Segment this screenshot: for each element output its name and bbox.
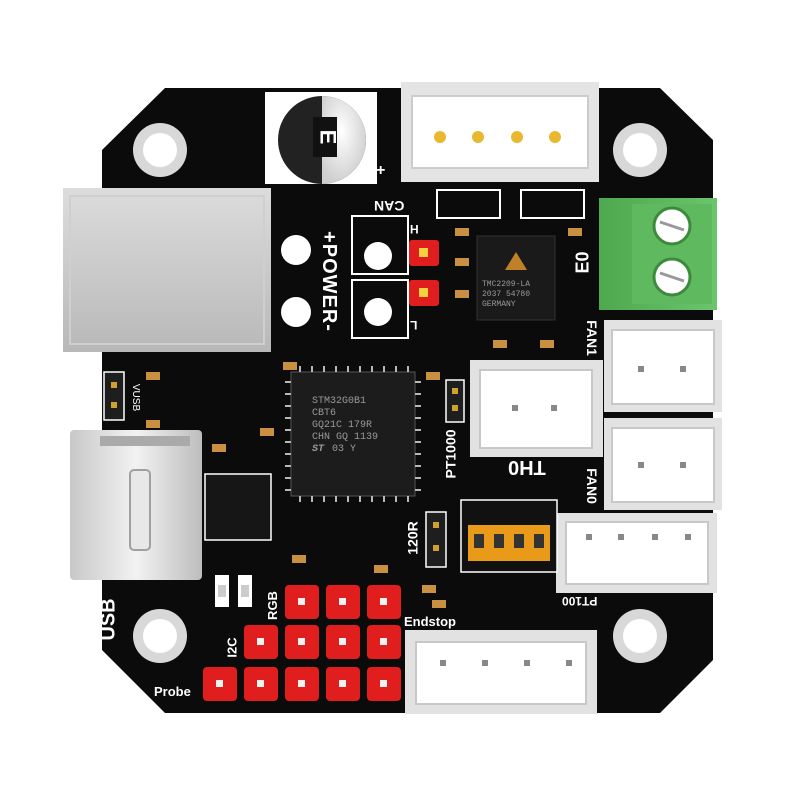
header-pin-tips bbox=[216, 598, 387, 687]
silk-120r: 120R bbox=[404, 521, 421, 555]
silk-power: +POWER- bbox=[317, 231, 340, 332]
silk-l-mark: L bbox=[410, 318, 418, 332]
driver-line1: TMC2209-LA bbox=[482, 280, 531, 289]
small-jumpers bbox=[425, 379, 465, 568]
silk-cap-plus: + bbox=[376, 162, 386, 179]
mosfets bbox=[436, 189, 585, 219]
stm32-mcu bbox=[285, 366, 421, 502]
endstop-connector bbox=[405, 630, 597, 714]
top-4pin-connector bbox=[401, 82, 599, 182]
mcu-line1: STM32G0B1 bbox=[312, 396, 367, 407]
fan-connectors bbox=[604, 320, 722, 510]
tmc2209-driver-chip bbox=[476, 235, 556, 321]
silk-endstop: Endstop bbox=[404, 614, 456, 629]
usb-c-port bbox=[70, 430, 202, 580]
mcu-marking: STM32G0B1 CBT6 GQ21C 179R CHN GQ 1139 ST… bbox=[312, 396, 378, 456]
pt100-connector bbox=[556, 513, 717, 593]
driver-line3: GERMANY bbox=[482, 300, 516, 309]
dip-switch bbox=[460, 499, 558, 573]
leds bbox=[215, 575, 252, 607]
silk-i2c: I2C bbox=[224, 637, 240, 658]
silk-vusb: VUSB bbox=[130, 383, 142, 412]
electrolytic-capacitor bbox=[265, 92, 377, 184]
driver-marking: TMC2209-LA 2037 54780 GERMANY bbox=[482, 280, 530, 310]
large-connector-housing bbox=[63, 188, 271, 352]
silk-cap-e: E bbox=[315, 129, 341, 145]
mcu-suffix: 03 Y bbox=[332, 444, 357, 455]
silk-can: CAN bbox=[374, 198, 405, 214]
silk-probe: Probe bbox=[154, 684, 191, 699]
mcu-logo: ST bbox=[312, 444, 325, 455]
silk-th0: TH0 bbox=[508, 456, 546, 478]
silk-rgb: RGB bbox=[264, 591, 280, 620]
mounting-holes bbox=[133, 123, 667, 663]
silk-fan1: FAN1 bbox=[583, 320, 600, 356]
can-jumper-pins bbox=[409, 240, 439, 306]
silk-pt1000: PT1000 bbox=[442, 429, 459, 479]
usb-ic bbox=[204, 473, 272, 541]
e0-terminal-block bbox=[599, 198, 717, 310]
silk-h-mark: H bbox=[410, 222, 419, 236]
silk-fan0: FAN0 bbox=[583, 468, 600, 504]
mcu-line4: CHN GQ 1139 bbox=[312, 432, 379, 443]
silk-usb: USB bbox=[97, 598, 120, 641]
mcu-line3: GQ21C 179R bbox=[312, 420, 373, 431]
th0-connector bbox=[470, 360, 603, 457]
power-terminal-pads bbox=[271, 212, 409, 358]
mcu-line2: CBT6 bbox=[312, 408, 337, 419]
smd-components bbox=[146, 228, 582, 608]
silk-e0: E0 bbox=[572, 251, 593, 274]
driver-line2: 2037 54780 bbox=[482, 290, 531, 299]
vusb-jumper bbox=[103, 371, 125, 421]
silk-pt100: PT100 bbox=[562, 594, 598, 608]
